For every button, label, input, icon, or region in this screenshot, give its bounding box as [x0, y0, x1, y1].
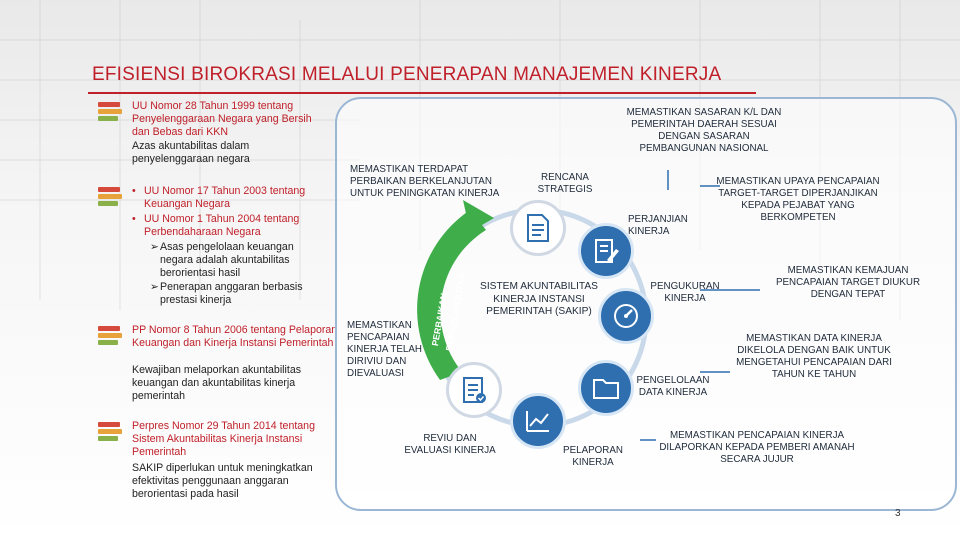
law-bullet-1: •UU Nomor 17 Tahun 2003 tentang Keuangan… — [132, 185, 306, 210]
note-perbaikan: MEMASTIKAN TERDAPAT PERBAIKAN BERKELANJU… — [350, 164, 500, 199]
page-title: EFISIENSI BIROKRASI MELALUI PENERAPAN MA… — [92, 64, 722, 85]
title-underline — [88, 92, 756, 94]
law-body: SAKIP diperlukan untuk meningkatkan efek… — [132, 462, 313, 500]
performance-agreement-node — [578, 223, 634, 279]
note-kemajuan: MEMASTIKAN KEMAJUAN PENCAPAIAN TARGET DI… — [775, 265, 921, 300]
label-pelaporan: PELAPORAN KINERJA — [563, 445, 623, 468]
data-management-node — [578, 360, 634, 416]
review-evaluation-node — [446, 362, 502, 418]
improvement-arc — [417, 210, 486, 380]
label-pengukuran: PENGUKURAN KINERJA — [650, 281, 720, 304]
arc-arrowhead — [463, 200, 494, 232]
note-laporan: MEMASTIKAN PENCAPAIAN KINERJA DILAPORKAN… — [659, 430, 855, 465]
books-icon — [96, 100, 126, 126]
performance-measurement-node — [598, 288, 654, 344]
label-renstra: RENCANA STRATEGIS — [537, 172, 593, 195]
note-reviu: MEMASTIKAN PENCAPAIAN KINERJA TELAH DIRI… — [347, 320, 422, 379]
folder-icon — [593, 379, 619, 399]
law-body: Kewajiban melaporkan akuntabilitas keuan… — [132, 364, 302, 402]
books-icon — [96, 420, 126, 446]
page-number: 3 — [895, 508, 901, 519]
document-icon — [527, 214, 549, 242]
law-heading: PP Nomor 8 Tahun 2006 tentang Pelaporan … — [132, 324, 338, 349]
checklist-icon — [463, 377, 486, 403]
sakip-center-label: SISTEM AKUNTABILITAS KINERJA INSTANSI PE… — [480, 281, 598, 317]
books-icon — [96, 324, 126, 350]
law-sub-2: ➢Penerapan anggaran berbasis prestasi ki… — [150, 281, 303, 306]
law-sub-1: ➢Asas pengelolaan keuangan negara adalah… — [150, 241, 294, 279]
law-bullet-2: •UU Nomor 1 Tahun 2004 tentang Perbendah… — [132, 213, 300, 238]
reporting-node — [510, 393, 566, 449]
note-data: MEMASTIKAN DATA KINERJA DIKELOLA DENGAN … — [736, 333, 892, 380]
chart-report-icon — [526, 411, 549, 432]
law-heading: Perpres Nomor 29 Tahun 2014 tentang Sist… — [132, 420, 315, 458]
note-sasaran: MEMASTIKAN SASARAN K/L DAN PEMERINTAH DA… — [626, 107, 782, 154]
law-body: Azas akuntabilitas dalam penyelenggaraan… — [132, 140, 250, 165]
note-upaya: MEMASTIKAN UPAYA PENCAPAIAN TARGET-TARGE… — [716, 176, 880, 223]
books-icon — [96, 185, 126, 211]
label-pengelolaan: PENGELOLAAN DATA KINERJA — [636, 375, 710, 398]
label-perjanjian: PERJANJIAN KINERJA — [628, 214, 688, 237]
strategic-plan-node — [510, 200, 566, 256]
gauge-icon — [614, 304, 638, 328]
label-reviu: REVIU DAN EVALUASI KINERJA — [404, 433, 496, 456]
contract-pen-icon — [595, 239, 619, 263]
law-heading: UU Nomor 28 Tahun 1999 tentang Penyeleng… — [132, 100, 312, 138]
